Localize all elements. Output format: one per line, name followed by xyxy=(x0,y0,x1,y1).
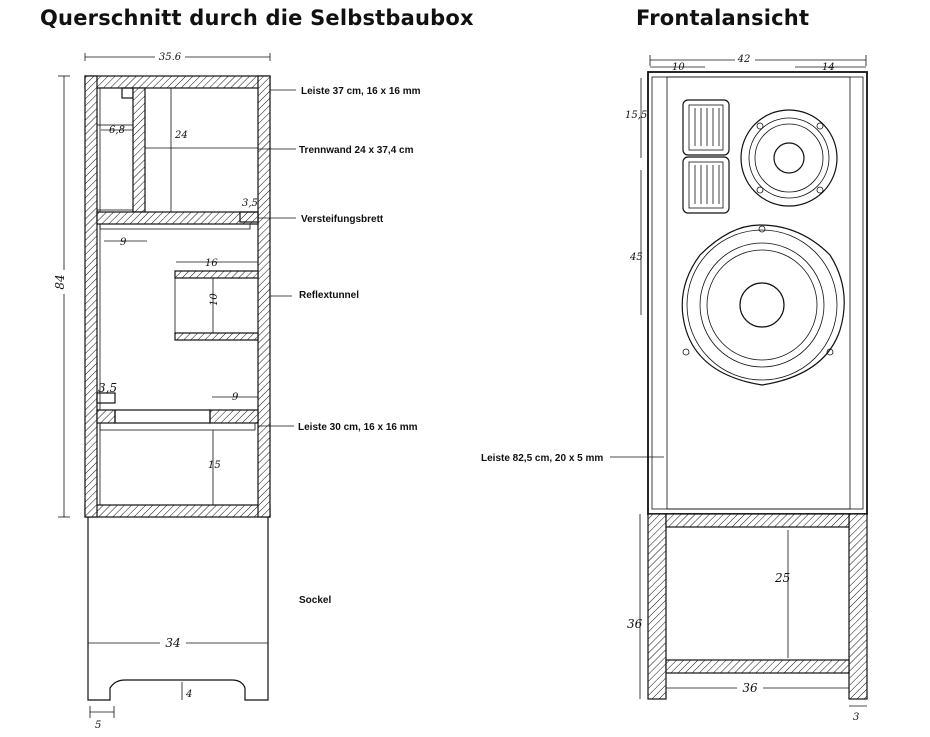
woofer-driver xyxy=(681,224,845,386)
base-bottom xyxy=(665,659,850,674)
dim-36-height: 36 xyxy=(627,617,643,631)
dim-14-right: 14 xyxy=(822,62,835,73)
reflextunnel-bottom xyxy=(174,332,259,341)
front-view-drawing xyxy=(610,52,868,707)
reflextunnel-top xyxy=(174,270,259,279)
tweeter-top xyxy=(682,99,730,156)
callout-leiste-top: Leiste 37 cm, 16 x 16 mm xyxy=(301,86,421,97)
callout-leiste-front: Leiste 82,5 cm, 20 x 5 mm xyxy=(481,453,603,464)
dim-10: 10 xyxy=(209,293,220,306)
callout-versteifungsbrett: Versteifungsbrett xyxy=(301,214,384,225)
dim-3-5-top: 3,5 xyxy=(242,198,258,209)
dim-25: 25 xyxy=(774,571,790,585)
dim-10-left: 10 xyxy=(672,62,685,73)
leiste-top-square xyxy=(121,87,134,99)
dim-height-total: 84 xyxy=(53,274,67,289)
midrange-driver xyxy=(740,109,838,207)
front-panel xyxy=(84,75,98,518)
dim-15: 15 xyxy=(208,460,221,471)
bottom-panel xyxy=(84,504,271,518)
dim-24: 24 xyxy=(174,130,188,141)
callout-sockel: Sockel xyxy=(299,595,331,606)
dim-4: 4 xyxy=(185,689,192,700)
baffle xyxy=(666,76,851,510)
dim-45: 45 xyxy=(629,252,643,263)
tweeter-bottom xyxy=(682,156,730,214)
trennwand xyxy=(132,87,146,213)
top-panel xyxy=(84,75,271,89)
dim-9-left: 9 xyxy=(120,237,127,248)
dim-9-right: 9 xyxy=(232,392,239,403)
dim-42: 42 xyxy=(737,54,751,65)
dim-36-width: 36 xyxy=(742,681,758,695)
dim-6-8: 6,8 xyxy=(109,125,125,136)
dim-5: 5 xyxy=(95,720,101,731)
cross-section-drawing xyxy=(56,50,296,718)
base-left xyxy=(647,513,667,700)
back-panel xyxy=(257,75,271,518)
dim-15-5: 15,5 xyxy=(625,110,647,121)
dim-3-5-bottom: 3,5 xyxy=(98,381,117,395)
dim-34: 34 xyxy=(165,636,180,650)
base-right xyxy=(848,513,868,700)
versteifungsbrett xyxy=(96,211,259,225)
front-view-title: Frontalansicht xyxy=(636,6,810,30)
front-outer-box xyxy=(647,71,868,515)
dim-3: 3 xyxy=(853,712,859,723)
base-top xyxy=(665,513,850,528)
callout-trennwand: Trennwand 24 x 37,4 cm xyxy=(299,145,414,156)
dim-16: 16 xyxy=(205,258,218,269)
dim-width-top: 35.6 xyxy=(159,52,182,63)
callout-reflextunnel: Reflextunnel xyxy=(299,290,359,301)
cross-section-title: Querschnitt durch die Selbstbaubox xyxy=(40,6,474,30)
callout-leiste-bottom: Leiste 30 cm, 16 x 16 mm xyxy=(298,422,418,433)
